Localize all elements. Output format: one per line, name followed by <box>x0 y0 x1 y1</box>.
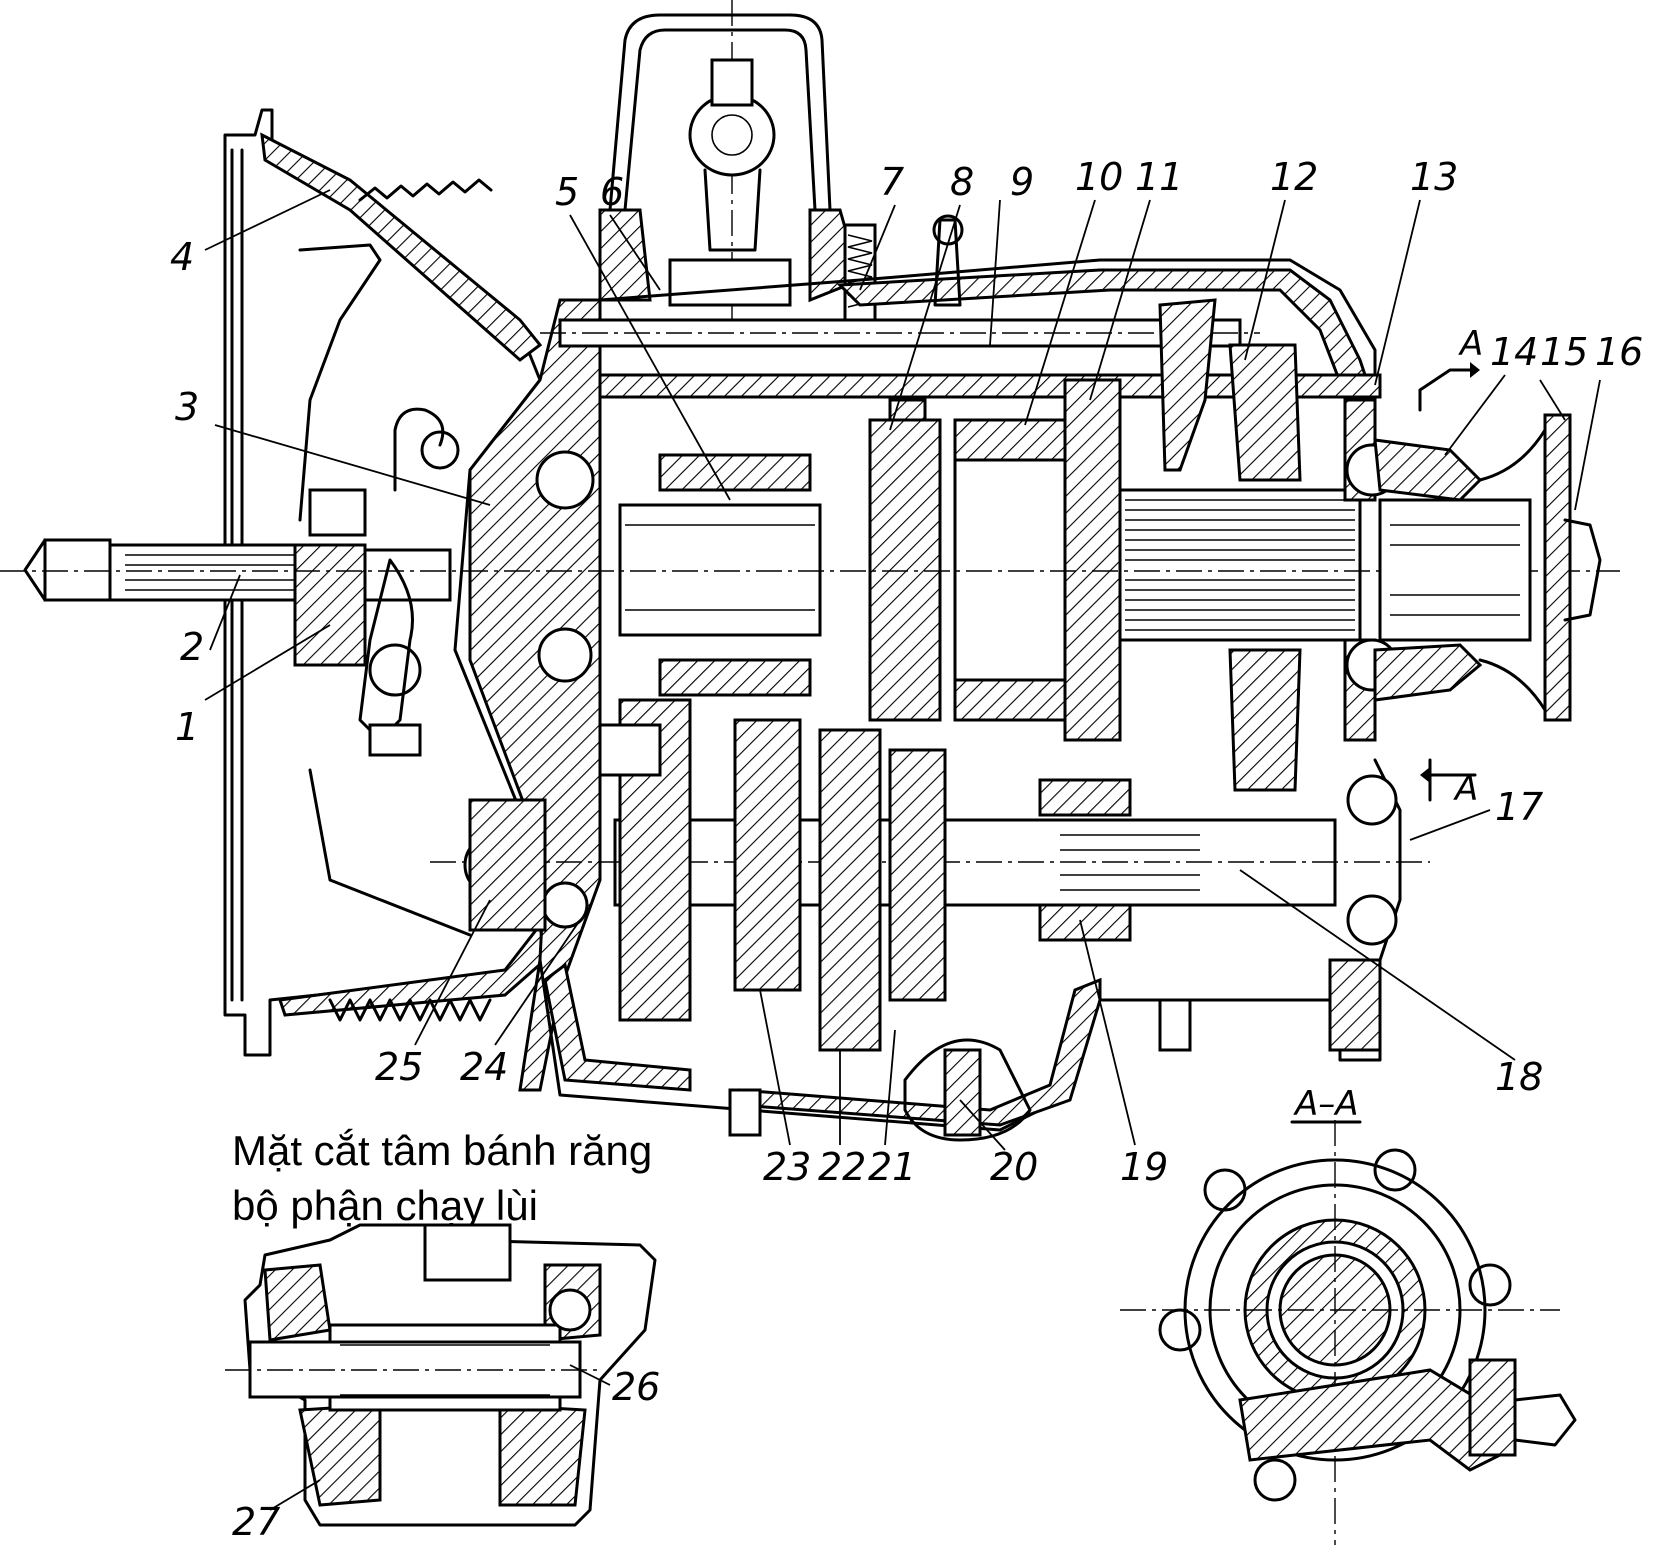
callout-19: 19 <box>1120 1145 1168 1189</box>
callout-12: 12 <box>1270 155 1318 199</box>
callout-2: 2 <box>180 625 204 669</box>
release-bearing <box>293 407 460 757</box>
gearbox-housing-bottom <box>430 698 1430 1142</box>
leader-lines <box>204 189 1601 1151</box>
callout-14: 14 <box>1490 330 1538 374</box>
callout-21: 21 <box>868 1145 916 1189</box>
main-shaft-splines <box>1125 499 1355 631</box>
main-section-view: 1 2 3 4 5 6 7 8 9 10 11 12 13 14 15 16 1… <box>0 0 1643 1189</box>
callout-4: 4 <box>170 235 194 279</box>
callout-24: 24 <box>460 1045 508 1089</box>
callout-8: 8 <box>950 160 974 204</box>
caption-line-2: bộ phận chạy lùi <box>232 1182 538 1229</box>
callout-27: 27 <box>232 1500 280 1544</box>
gearbox-housing-top <box>540 214 1382 472</box>
clutch-bell-housing <box>223 108 547 1057</box>
callout-5: 5 <box>555 170 579 214</box>
callout-7: 7 <box>880 160 904 204</box>
callout-6: 6 <box>600 170 624 214</box>
section-marker-a <box>1418 362 1480 802</box>
callout-labels: 1 2 3 4 5 6 7 8 9 10 11 12 13 14 15 16 1… <box>170 155 1643 1189</box>
callout-20: 20 <box>990 1145 1038 1189</box>
section-marker-a-top: A <box>1458 324 1483 364</box>
callout-9: 9 <box>1010 160 1034 204</box>
callout-18: 18 <box>1495 1055 1543 1099</box>
output-flange <box>1343 398 1602 742</box>
callout-13: 13 <box>1410 155 1458 199</box>
callout-23: 23 <box>763 1145 811 1189</box>
callout-25: 25 <box>375 1045 423 1089</box>
callout-10: 10 <box>1075 155 1123 199</box>
section-a-a-view: A–A <box>1120 1084 1577 1545</box>
gear-lever-tower <box>598 0 862 320</box>
callout-22: 22 <box>818 1145 866 1189</box>
main-shaft-gears <box>0 343 1620 792</box>
reverse-gear-caption: Mặt cắt tâm bánh răng bộ phận chạy lùi <box>232 1127 652 1229</box>
speedometer-drive <box>463 723 662 932</box>
callout-15: 15 <box>1540 330 1588 374</box>
section-marker-a-bottom: A <box>1453 769 1478 809</box>
reverse-gear-section-view: 26 27 <box>225 1223 660 1544</box>
callout-17: 17 <box>1495 785 1543 829</box>
callout-1: 1 <box>175 705 199 749</box>
caption-line-1: Mặt cắt tâm bánh răng <box>232 1127 652 1174</box>
callout-26: 26 <box>612 1365 660 1409</box>
callout-11: 11 <box>1135 155 1183 199</box>
callout-3: 3 <box>175 385 199 429</box>
section-a-a-title: A–A <box>1293 1084 1359 1124</box>
callout-16: 16 <box>1595 330 1643 374</box>
front-housing-wall <box>468 298 602 1092</box>
